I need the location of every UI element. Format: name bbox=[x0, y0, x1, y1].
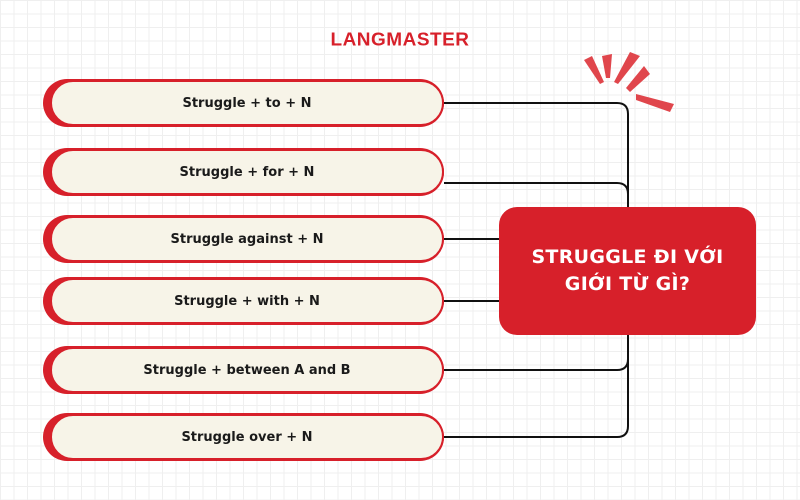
branch-struggle-with: Struggle + with + N bbox=[43, 277, 444, 325]
emphasis-burst-icon bbox=[584, 52, 674, 112]
branch-struggle-to: Struggle + to + N bbox=[43, 79, 444, 127]
branch-label: Struggle + to + N bbox=[50, 80, 444, 126]
branch-label: Struggle against + N bbox=[50, 216, 444, 262]
branch-struggle-between: Struggle + between A and B bbox=[43, 346, 444, 394]
central-topic-line1: STRUGGLE ĐI VỚI bbox=[531, 246, 724, 268]
branch-label: Struggle + between A and B bbox=[50, 347, 444, 393]
branch-label: Struggle + for + N bbox=[50, 149, 444, 195]
central-topic-node: STRUGGLE ĐI VỚI GIỚI TỪ GÌ? bbox=[499, 207, 756, 335]
central-topic-line2: GIỚI TỪ GÌ? bbox=[564, 273, 691, 295]
branch-struggle-over: Struggle over + N bbox=[43, 413, 444, 461]
branch-struggle-for: Struggle + for + N bbox=[43, 148, 444, 196]
branch-label: Struggle over + N bbox=[50, 414, 444, 460]
branch-label: Struggle + with + N bbox=[50, 278, 444, 324]
branch-struggle-against: Struggle against + N bbox=[43, 215, 444, 263]
langmaster-logo: LANGMASTER bbox=[330, 30, 470, 51]
